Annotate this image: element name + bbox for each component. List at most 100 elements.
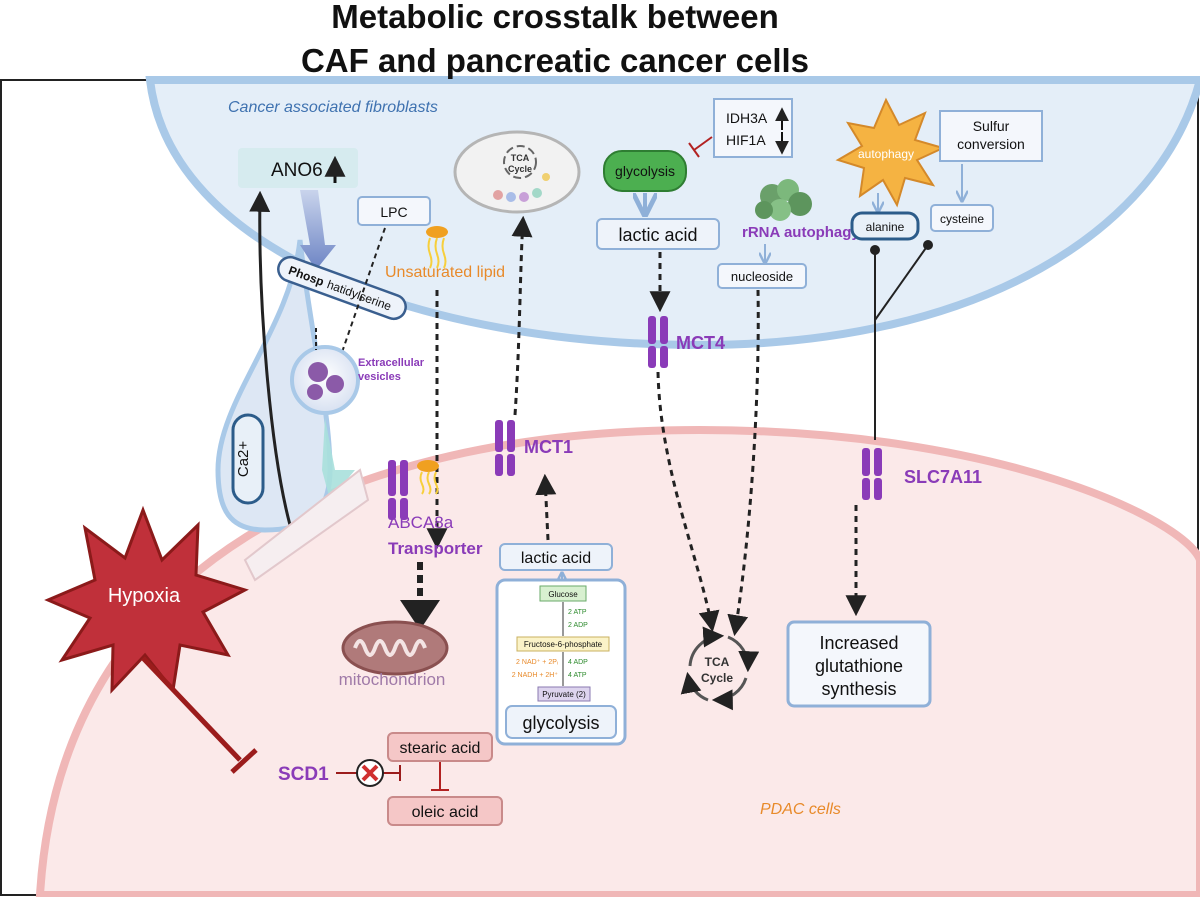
phosphatidylserine-capsule: Phosp hatidylserine	[277, 255, 407, 321]
f6p-label: Fructose-6-phosphate	[524, 640, 603, 649]
slc7a11-label: SLC7A11	[904, 467, 982, 487]
pdac-glycolysis-label: glycolysis	[522, 713, 599, 733]
idh3a-inhibition-bar	[688, 142, 700, 158]
atp2-label: 2 ATP	[568, 609, 587, 616]
transporter-label: Transporter	[388, 539, 483, 558]
idh3a-label: IDH3A	[726, 110, 768, 126]
pdac-tca-cycle-icon	[680, 626, 760, 711]
mct4-transporter-icon	[648, 316, 668, 368]
mct4-to-tca-arrow	[656, 371, 720, 633]
autophagy-starburst	[835, 97, 946, 208]
extracellular-vesicles-label-1: Extracellular	[358, 357, 425, 369]
ca2-to-ano6-arrow	[249, 190, 292, 526]
hypoxia-inhibition-line	[141, 656, 242, 762]
glutathione-box	[786, 620, 932, 708]
idh3a-hif1a-box	[713, 98, 793, 158]
cysteine-box	[930, 204, 994, 232]
pdac-tca-cycle-label: Cycle	[701, 671, 733, 685]
mct1-transporter-icon	[495, 420, 515, 476]
ca2-capsule	[231, 413, 265, 505]
title-line-2: CAF and pancreatic cancer cells	[301, 42, 809, 79]
nad-label: 2 NAD⁺ + 2Pᵢ	[516, 659, 558, 666]
alanine-connector-dot	[870, 245, 880, 255]
f6p-box	[516, 636, 610, 652]
ano6-label: ANO6	[271, 160, 323, 181]
idh3a-inhibition-line	[693, 136, 713, 151]
hypoxia-inhibition-bar	[230, 748, 258, 774]
unsaturated-lipid-icon	[426, 226, 448, 269]
atp4-label: 4 ATP	[568, 672, 587, 679]
cysteine-connector-dot	[923, 240, 933, 250]
pdac-tca-label: TCA	[705, 655, 730, 669]
mct1-label: MCT1	[524, 437, 573, 457]
nucleoside-to-tca-arrow	[727, 289, 760, 637]
lpc-label: LPC	[380, 204, 407, 220]
caf-region-label: Cancer associated fibroblasts	[228, 99, 438, 116]
hypoxia-label: Hypoxia	[108, 585, 181, 607]
pdac-region-label: PDAC cells	[760, 801, 841, 818]
sulfur-conversion-box	[939, 110, 1043, 162]
extracellular-vesicles-label-2: vesicles	[358, 371, 401, 383]
pdac-mitochondrion-icon	[341, 620, 449, 676]
pdac-glycolysis-box	[505, 705, 617, 739]
pdac-glycolysis-panel	[495, 578, 627, 746]
hif1a-label: HIF1A	[726, 132, 766, 148]
cysteine-label: cysteine	[940, 212, 984, 226]
nucleoside-box	[717, 263, 807, 289]
hypoxia-starburst	[44, 505, 249, 694]
slc7a11-transporter-icon	[862, 448, 882, 500]
lpc-dashed-line	[339, 227, 386, 359]
transporter-to-mito-arrowhead	[400, 600, 440, 630]
glucose-box	[539, 585, 587, 602]
abca8a-label: ABCA8a	[388, 513, 454, 532]
oleic-acid-box	[387, 796, 503, 826]
glutathione-label-3: synthesis	[821, 679, 896, 699]
ano6-phosphatidylserine-arrow	[300, 190, 336, 270]
rrna-cluster-icon	[755, 179, 812, 221]
caf-tca-cycle-label: Cycle	[508, 164, 532, 174]
title-line-1: Metabolic crosstalk between	[331, 0, 778, 35]
caf-mitochondrion-icon	[453, 130, 581, 214]
vesicle-cargo-2	[326, 375, 344, 393]
nadh-label: 2 NADH + 2H⁺	[512, 672, 559, 679]
glutathione-label-1: Increased	[819, 633, 898, 653]
autophagy-label: autophagy	[858, 147, 914, 161]
tissue-membrane	[243, 468, 370, 582]
sulfur-label-2: conversion	[957, 136, 1025, 152]
adp2-label: 2 ADP	[568, 622, 588, 629]
caf-lactic-acid-box	[596, 218, 720, 250]
nucleoside-label: nucleoside	[731, 269, 793, 284]
pdac-lactic-acid-box	[499, 543, 613, 571]
alanine-box	[850, 211, 920, 241]
alanine-label: alanine	[866, 220, 905, 234]
pyruvate-label: Pyruvate (2)	[542, 690, 586, 699]
vesicle-cargo-3	[307, 384, 323, 400]
caf-lactic-acid-label: lactic acid	[618, 225, 697, 245]
mct1-to-caf-mito-arrow	[511, 215, 533, 416]
glutathione-label-2: glutathione	[815, 656, 903, 676]
caf-glycolysis-box	[603, 150, 687, 192]
abca8a-transporter-icon	[388, 460, 439, 520]
vesicle-cargo-1	[308, 362, 328, 382]
unsaturated-lipid-label: Unsaturated lipid	[385, 264, 505, 281]
stearic-acid-box	[387, 732, 493, 762]
scd1-cross-icon	[361, 764, 379, 782]
mitochondrion-label: mitochondrion	[339, 670, 446, 689]
cysteine-to-slc7a11-line	[874, 244, 929, 321]
ca2-label: Ca2+	[235, 441, 252, 478]
stearic-acid-label: stearic acid	[400, 740, 481, 757]
pyruvate-box	[537, 686, 591, 702]
mct4-label: MCT4	[676, 333, 725, 353]
lpc-box	[357, 196, 431, 226]
adp4-label: 4 ADP	[568, 659, 588, 666]
extracellular-vesicle	[290, 345, 360, 415]
oleic-acid-label: oleic acid	[412, 804, 479, 821]
sulfur-label-1: Sulfur	[973, 118, 1010, 134]
caf-glycolysis-label: glycolysis	[615, 163, 675, 179]
rrna-autophagy-label: rRNA autophagy	[742, 224, 860, 241]
glucose-label: Glucose	[548, 590, 578, 599]
pdac-lactic-acid-label: lactic acid	[521, 550, 591, 567]
scd1-label: SCD1	[278, 764, 329, 785]
